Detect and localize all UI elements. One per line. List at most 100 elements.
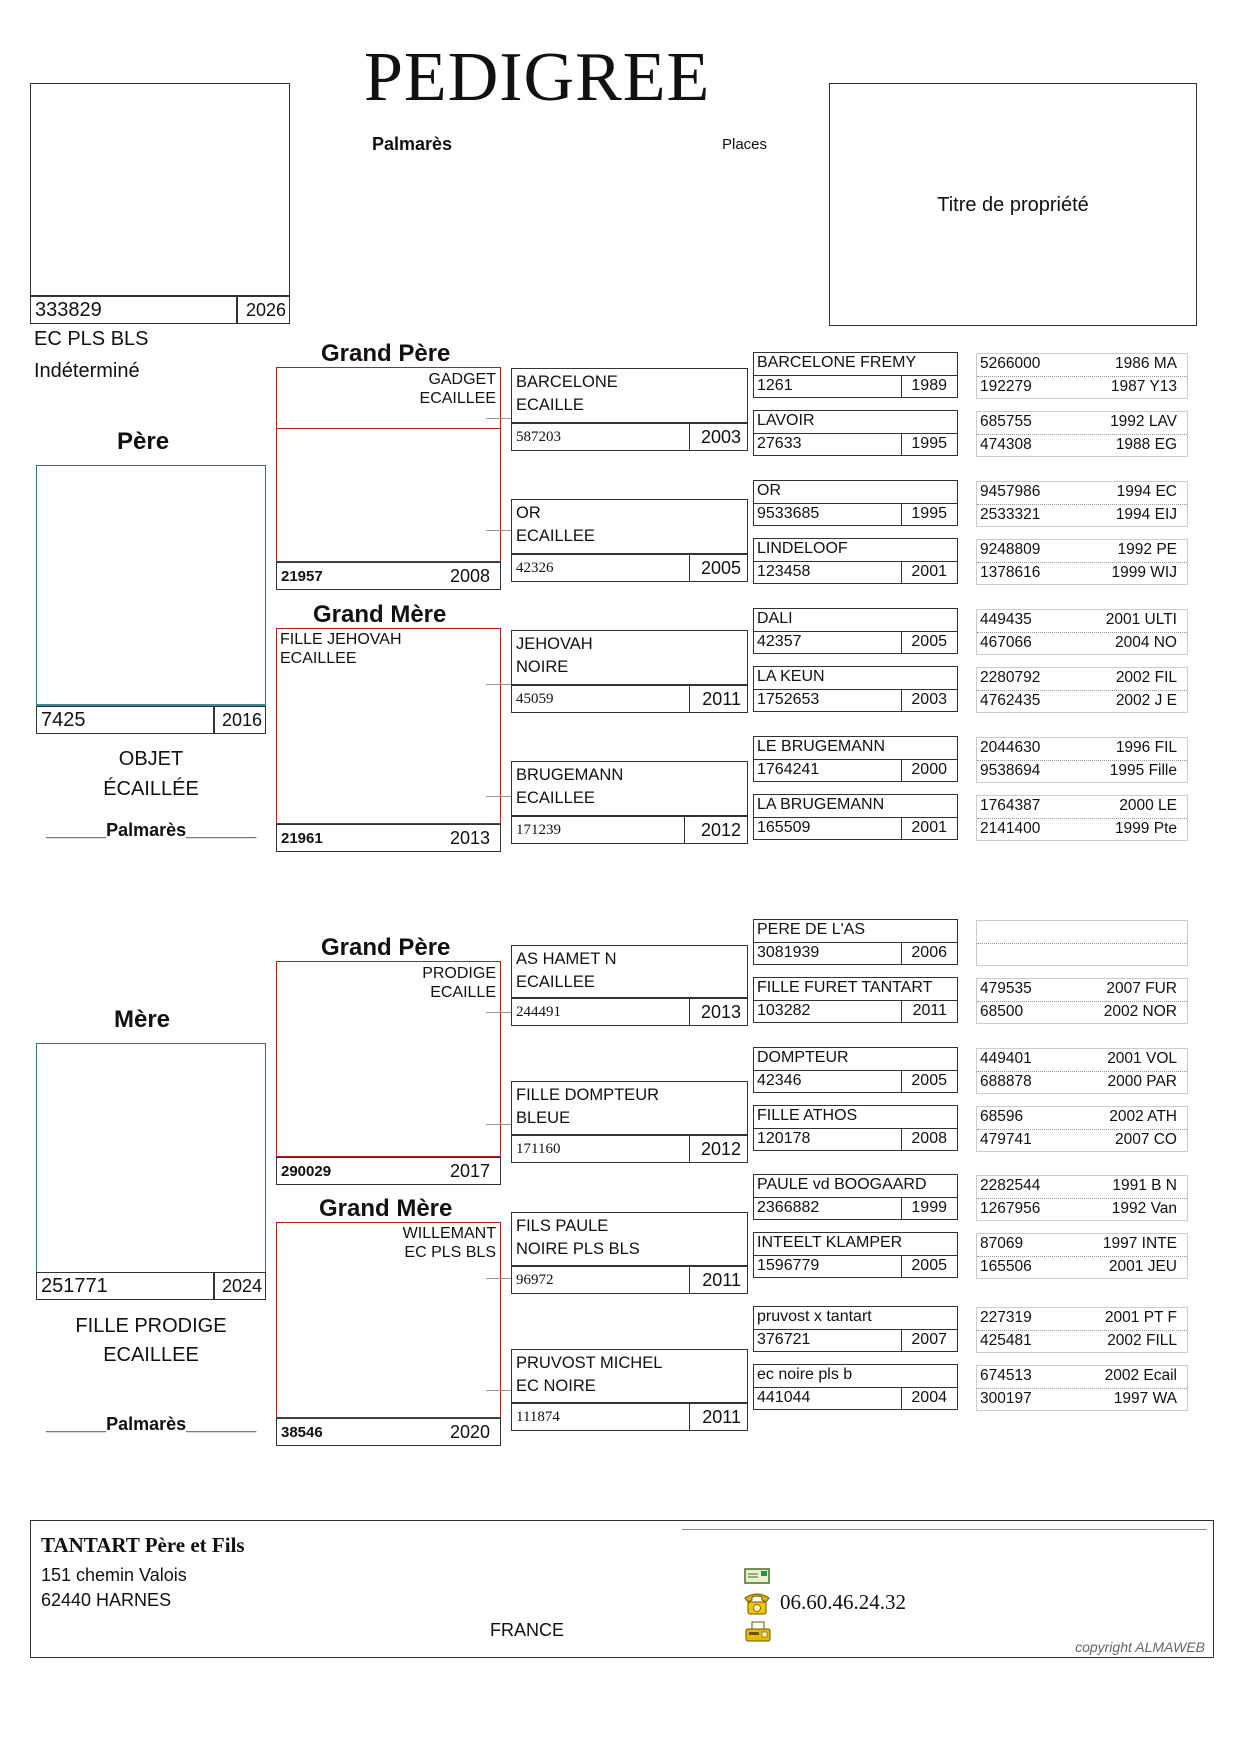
- ancestor-parents: 5266000 1986 MA 192279 1987 Y13: [976, 353, 1188, 399]
- ancestor-ring: 123458: [757, 563, 811, 580]
- parent-year: 1999 Pte: [1114, 820, 1177, 837]
- ancestor-box: LA BRUGEMANN 165509 2001: [753, 794, 958, 840]
- ggp-name-5b: ECAILLEE: [516, 973, 595, 991]
- parent-ring: 2533321: [980, 506, 1041, 523]
- ggp-name-6b: BLEUE: [516, 1109, 571, 1127]
- ggp-name-3: JEHOVAH: [516, 635, 593, 653]
- parent-year: 1997 WA: [1113, 1390, 1177, 1407]
- ancestor-ring: 1596779: [757, 1257, 820, 1274]
- parent-year: 2004 NO: [1114, 634, 1177, 651]
- ggp-name-7: FILS PAULE: [516, 1217, 609, 1235]
- ancestor-year: 2011: [912, 1002, 947, 1019]
- parent-ring: 9248809: [980, 541, 1041, 558]
- father-label: Père: [117, 428, 170, 455]
- mother-grandfather-id-cell: 290029 2017: [276, 1157, 501, 1185]
- mother-name-line1: FILLE PRODIGE: [75, 1315, 227, 1337]
- father-photo-frame: [36, 465, 266, 706]
- ggp-id-4: 171239 2012: [511, 816, 748, 844]
- ancestor-ring: 9533685: [757, 505, 820, 522]
- mother-grandfather-year: 2017: [449, 1161, 490, 1181]
- mother-grandfather-name2: ECAILLE: [430, 984, 496, 1001]
- father-ring-cell: 7425: [36, 706, 214, 734]
- ancestor-parents: [976, 920, 1188, 966]
- ancestor-box: LINDELOOF 123458 2001: [753, 538, 958, 584]
- parent-ring: 165506: [980, 1258, 1032, 1275]
- ggp-id-7: 96972 2011: [511, 1266, 748, 1294]
- ancestor-name: LE BRUGEMANN: [757, 738, 886, 755]
- father-grandfather-year: 2008: [449, 566, 490, 586]
- parent-ring: 479535: [980, 980, 1032, 997]
- parent-year: 2002 FILL: [1107, 1332, 1177, 1349]
- ancestor-name: FILLE ATHOS: [757, 1107, 858, 1124]
- ancestor-ring: 42346: [757, 1072, 802, 1089]
- ggp-box-8: PRUVOST MICHEL EC NOIRE: [511, 1349, 748, 1403]
- ancestor-name: LAVOIR: [757, 412, 815, 429]
- father-grandmother-year: 2013: [449, 828, 490, 848]
- footer-address1: 151 chemin Valois: [41, 1565, 187, 1585]
- ancestor-ring: 120178: [757, 1130, 811, 1147]
- ancestor-name: LA KEUN: [757, 668, 825, 685]
- ggp-ring-5: 244491: [516, 1004, 561, 1020]
- ancestor-box: DOMPTEUR 42346 2005: [753, 1047, 958, 1093]
- parent-year: 2002 J E: [1115, 692, 1177, 709]
- ancestor-ring: 103282: [757, 1002, 811, 1019]
- subject-photo-frame: [30, 83, 290, 296]
- ggp-ring-6: 171160: [516, 1141, 561, 1157]
- parent-ring: 685755: [980, 413, 1032, 430]
- email-icon: [744, 1568, 770, 1584]
- ancestor-box: LA KEUN 1752653 2003: [753, 666, 958, 712]
- ancestor-box: FILLE FURET TANTART 103282 2011: [753, 977, 958, 1023]
- ancestor-parents: 227319 2001 PT F 425481 2002 FILL: [976, 1307, 1188, 1353]
- ggp-name-6: FILLE DOMPTEUR: [516, 1086, 660, 1104]
- ancestor-ring: 1752653: [757, 691, 820, 708]
- ancestor-parents: 449435 2001 ULTI 467066 2004 NO: [976, 609, 1188, 655]
- parent-year: 1994 EIJ: [1115, 506, 1177, 523]
- ancestor-name: LA BRUGEMANN: [757, 796, 885, 813]
- father-name-line1: OBJET: [118, 748, 184, 770]
- mother-palmares: ______Palmarès_______: [46, 1414, 257, 1434]
- connector: [486, 796, 511, 797]
- footer-phone: 06.60.46.24.32: [780, 1590, 906, 1614]
- ggp-ring-3: 45059: [516, 691, 554, 707]
- ancestor-box: PERE DE L'AS 3081939 2006: [753, 919, 958, 965]
- father-year-cell: 2016: [214, 706, 266, 734]
- mother-label: Mère: [114, 1006, 171, 1033]
- ancestor-year: 2003: [911, 691, 947, 708]
- parent-ring: 227319: [980, 1309, 1032, 1326]
- parent-ring: 674513: [980, 1367, 1032, 1384]
- ggp-id-3: 45059 2011: [511, 685, 748, 713]
- ancestor-year: 1999: [911, 1199, 947, 1216]
- parent-year: 1987 Y13: [1110, 378, 1177, 395]
- parent-year: 1999 WIJ: [1111, 564, 1177, 581]
- parent-year: 2001 PT F: [1104, 1309, 1177, 1326]
- ggp-ring-1: 587203: [516, 429, 561, 445]
- ancestor-ring: 1261: [757, 377, 793, 394]
- ggp-name-3b: NOIRE: [516, 658, 569, 676]
- ggp-year-4: 2012: [700, 820, 741, 840]
- parent-year: 1992 LAV: [1110, 413, 1177, 430]
- ggp-box-1: BARCELONE ECAILLE: [511, 368, 748, 423]
- places-label: Places: [722, 136, 768, 153]
- father-grandfather-label: Grand Père: [321, 340, 451, 367]
- ggp-id-8: 111874 2011: [511, 1403, 748, 1431]
- parent-year: 1994 EC: [1116, 483, 1177, 500]
- parent-ring: 449435: [980, 611, 1032, 628]
- parent-year: 1996 FIL: [1115, 739, 1177, 756]
- subject-year-cell: 2026: [237, 296, 290, 324]
- mother-grandmother-year: 2020: [449, 1422, 490, 1442]
- parent-ring: 1378616: [980, 564, 1041, 581]
- ggp-year-2: 2005: [700, 558, 741, 578]
- parent-year: 2002 Ecail: [1104, 1367, 1177, 1384]
- parent-year: 2007 CO: [1114, 1131, 1177, 1148]
- ggp-name-8: PRUVOST MICHEL: [516, 1354, 663, 1372]
- connector: [486, 684, 511, 685]
- father-grandmother-label: Grand Mère: [313, 601, 447, 628]
- parent-ring: 68500: [980, 1003, 1024, 1020]
- ggp-box-4: BRUGEMANN ECAILLEE: [511, 761, 748, 816]
- ancestor-name: INTEELT KLAMPER: [757, 1234, 903, 1251]
- parent-year: 2000 PAR: [1107, 1073, 1177, 1090]
- ancestor-year: 2007: [911, 1331, 947, 1348]
- fax-icon: [745, 1621, 771, 1642]
- ancestor-year: 2001: [911, 563, 947, 580]
- mother-grandfather-name1: PRODIGE: [422, 965, 496, 982]
